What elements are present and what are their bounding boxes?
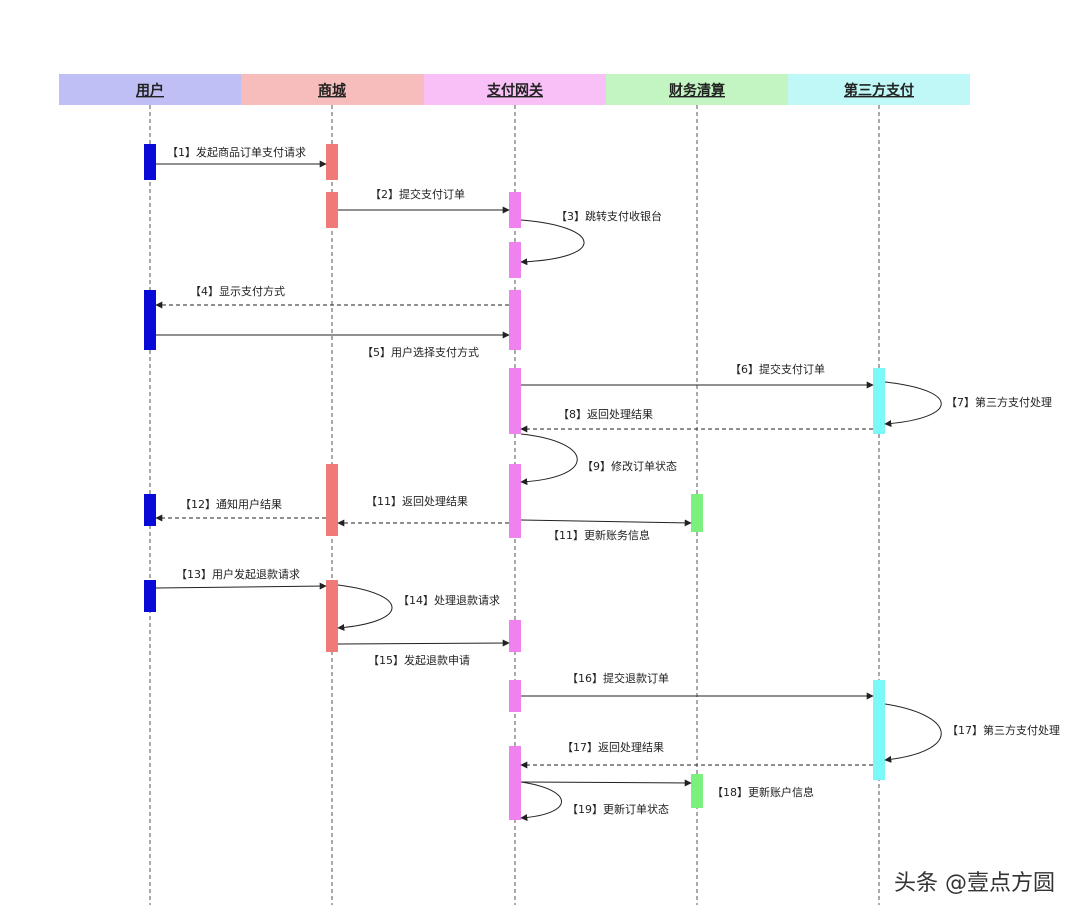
- message-label-6: 【6】提交支付订单: [730, 362, 825, 376]
- participant-label-finance: 财务清算: [668, 82, 725, 99]
- activation-user: [144, 494, 156, 526]
- activation-gateway: [509, 464, 521, 538]
- message-arrow-15: [337, 639, 510, 647]
- activation-gateway: [509, 620, 521, 652]
- watermark: 头条 @壹点方圆: [894, 871, 1055, 896]
- participant-label-mall: 商城: [318, 82, 346, 99]
- message-label-2: 【2】提交支付订单: [370, 187, 465, 201]
- activation-gateway: [509, 368, 521, 434]
- message-label-17a: 【17】第三方支付处理: [947, 723, 1060, 737]
- header-mall: [241, 74, 424, 105]
- participant-header-band: 用户 商城 支付网关 财务清算 第三方支付: [59, 74, 970, 105]
- activation-mall: [326, 580, 338, 652]
- activation-third: [873, 368, 885, 434]
- message-arrow-18: [520, 779, 692, 787]
- activation-gateway: [509, 242, 521, 278]
- participant-label-gateway: 支付网关: [486, 82, 543, 99]
- message-arrow-9: [520, 433, 578, 486]
- message-label-13: 【13】用户发起退款请求: [176, 567, 300, 581]
- activation-gateway: [509, 746, 521, 820]
- message-label-16: 【16】提交退款订单: [567, 671, 669, 685]
- activation-finance: [691, 774, 703, 808]
- activation-user: [144, 290, 156, 350]
- message-label-15: 【15】发起退款申请: [368, 653, 470, 667]
- activation-user: [144, 580, 156, 612]
- activation-gateway: [509, 192, 521, 228]
- activation-user: [144, 144, 156, 180]
- message-arrow-19: [520, 781, 562, 822]
- message-label-8: 【8】返回处理结果: [558, 408, 653, 421]
- message-arrow-7: [884, 381, 942, 427]
- message-arrow-11b: [520, 519, 692, 527]
- activation-finance: [691, 494, 703, 532]
- participant-label-user: 用户: [136, 82, 164, 99]
- message-label-9: 【9】修改订单状态: [582, 459, 677, 473]
- message-label-11a: 【11】返回处理结果: [366, 495, 468, 508]
- activation-mall: [326, 464, 338, 536]
- message-arrow-14: [337, 584, 393, 631]
- message-label-7: 【7】第三方支付处理: [946, 395, 1052, 409]
- message-label-11b: 【11】更新账务信息: [548, 528, 650, 542]
- message-label-5: 【5】用户选择支付方式: [362, 345, 479, 359]
- header-finance: [606, 74, 788, 105]
- message-label-19: 【19】更新订单状态: [567, 802, 669, 816]
- participant-label-third: 第三方支付: [844, 82, 914, 99]
- message-label-17b: 【17】返回处理结果: [562, 741, 664, 754]
- message-arrow-13: [155, 582, 327, 590]
- message-arrow-17a: [884, 703, 942, 763]
- activation-gateway: [509, 290, 521, 350]
- message-arrow-3: [520, 219, 585, 266]
- header-gateway: [424, 74, 606, 105]
- message-label-4: 【4】显示支付方式: [190, 284, 285, 298]
- message-label-12: 【12】通知用户结果: [180, 497, 282, 511]
- message-label-1: 【1】发起商品订单支付请求: [167, 145, 306, 159]
- activation-mall: [326, 144, 338, 180]
- activation-third: [873, 680, 885, 780]
- message-label-18: 【18】更新账户信息: [712, 785, 814, 799]
- header-third: [788, 74, 970, 105]
- message-label-14: 【14】处理退款请求: [398, 593, 500, 607]
- activation-mall: [326, 192, 338, 228]
- activation-gateway: [509, 680, 521, 712]
- message-label-3: 【3】跳转支付收银台: [556, 209, 662, 223]
- header-user: [59, 74, 241, 105]
